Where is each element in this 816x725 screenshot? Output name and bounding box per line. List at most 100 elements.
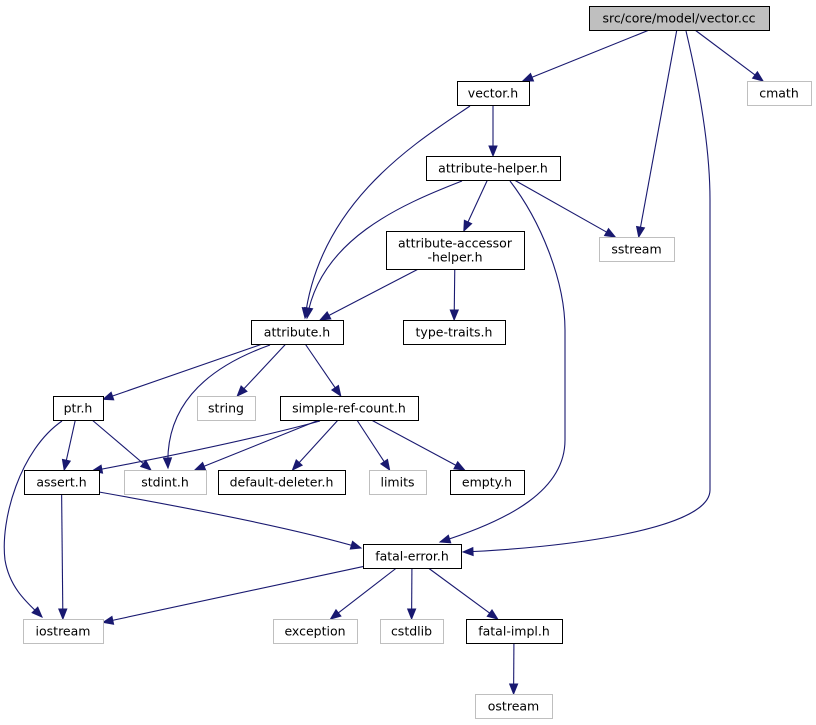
node-stdint-h: stdint.h (124, 470, 207, 495)
node-ptr-h[interactable]: ptr.h (53, 396, 104, 421)
node-default-deleter-h[interactable]: default-deleter.h (218, 470, 346, 495)
node-label: iostream (36, 624, 91, 639)
node-ostream: ostream (475, 694, 553, 719)
node-simple-ref-count-h[interactable]: simple-ref-count.h (280, 396, 419, 421)
edge-line (427, 567, 491, 615)
node-vector-cc[interactable]: src/core/model/vector.cc (589, 6, 770, 31)
edges-layer (3, 29, 765, 696)
node-box (124, 470, 207, 495)
node-limits: limits (369, 470, 427, 495)
edge-fatal-error-h-to-exception (329, 567, 397, 620)
node-label: simple-ref-count.h (292, 401, 406, 416)
arrowhead (193, 461, 207, 471)
edge-simple-ref-count-h-to-stdint-h (193, 419, 320, 471)
edge-fatal-impl-h-to-ostream (508, 642, 519, 696)
edge-line (639, 29, 678, 229)
edge-line (3, 420, 63, 618)
node-cmath: cmath (747, 81, 812, 106)
node-box (747, 81, 812, 106)
node-box (218, 470, 346, 495)
edge-attribute-helper-h-to-sstream (513, 179, 617, 238)
arrowhead (349, 540, 363, 550)
node-box (475, 694, 553, 719)
edge-attribute-h-to-stdint-h (162, 344, 271, 470)
arrowhead (379, 458, 391, 472)
arrowhead (488, 145, 498, 158)
edge-line (356, 419, 386, 463)
edge-simple-ref-count-h-to-limits (356, 419, 391, 472)
node-box (197, 396, 256, 421)
edge-assert-h-to-iostream (58, 493, 68, 621)
node-label: attribute-helper.h (438, 161, 548, 176)
edge-ptr-h-to-assert-h (61, 419, 76, 472)
edge-fatal-error-h-to-fatal-impl-h (427, 567, 499, 620)
edge-attribute-accessor-helper-h-to-type-traits-h (449, 268, 460, 322)
edge-line (694, 29, 757, 77)
node-attribute-h[interactable]: attribute.h (251, 320, 344, 345)
edge-fatal-error-h-to-iostream (101, 565, 364, 625)
edge-attribute-h-to-ptr-h (101, 343, 263, 401)
edge-line (111, 343, 263, 397)
edge-line (306, 180, 463, 319)
node-label: fatal-error.h (375, 549, 449, 564)
arrowhead (304, 306, 314, 320)
node-label: exception (284, 624, 345, 639)
node-exception: exception (273, 619, 358, 644)
node-box (426, 156, 561, 181)
arrowhead (508, 683, 519, 696)
node-box (386, 231, 525, 270)
arrowhead (101, 615, 115, 625)
node-label: default-deleter.h (230, 475, 334, 490)
edge-line (530, 29, 650, 79)
arrowhead (101, 391, 115, 401)
node-box (273, 619, 358, 644)
node-box (24, 470, 100, 495)
node-type-traits-h[interactable]: type-traits.h (403, 320, 506, 345)
node-sstream: sstream (599, 237, 675, 262)
arrowhead (463, 219, 473, 233)
node-box (280, 396, 419, 421)
node-label: empty.h (462, 475, 512, 490)
edge-simple-ref-count-h-to-default-deleter-h (291, 419, 339, 471)
node-box (457, 81, 530, 106)
edge-vector-cc-to-vector-h (521, 29, 650, 82)
node-box (23, 619, 104, 644)
edge-line (91, 420, 321, 472)
edge-vector-h-to-attribute-helper-h (488, 105, 498, 158)
arrowhead (635, 225, 646, 239)
arrowhead (453, 460, 466, 471)
edge-line (453, 268, 456, 312)
node-cstdlib: cstdlib (380, 619, 444, 644)
edge-line (298, 419, 339, 464)
edge-vector-cc-to-fatal-error-h (461, 30, 711, 557)
edge-line (65, 419, 76, 462)
node-label: attribute-accessor (398, 236, 513, 251)
node-label: src/core/model/vector.cc (602, 11, 755, 26)
arrowhead (139, 459, 152, 471)
node-vector-h[interactable]: vector.h (457, 81, 530, 106)
node-label: -helper.h (427, 250, 482, 265)
node-box (380, 619, 444, 644)
edge-line (167, 344, 271, 469)
node-assert-h[interactable]: assert.h (24, 470, 100, 495)
edge-vector-cc-to-cmath (694, 29, 765, 82)
node-attribute-accessor-helper-h[interactable]: attribute-accessor-helper.h (386, 231, 525, 270)
arrowhead (461, 546, 474, 557)
edge-line (242, 343, 287, 390)
node-label: sstream (611, 242, 661, 257)
edge-ptr-h-to-stdint-h (91, 419, 152, 471)
node-label: attribute.h (264, 325, 330, 340)
node-label: limits (380, 475, 414, 490)
arrowhead (318, 310, 332, 321)
arrowhead (486, 608, 499, 620)
edge-attribute-helper-h-to-fatal-error-h (438, 180, 566, 544)
arrowhead (236, 385, 248, 397)
edge-line (111, 565, 364, 622)
node-fatal-error-h[interactable]: fatal-error.h (363, 544, 462, 569)
nodes-layer: src/core/model/vector.cc vector.h cmath att… (23, 6, 812, 719)
node-string: string (197, 396, 256, 421)
node-fatal-impl-h[interactable]: fatal-impl.h (466, 619, 563, 644)
node-attribute-helper-h[interactable]: attribute-helper.h (426, 156, 561, 181)
node-empty-h[interactable]: empty.h (450, 470, 525, 495)
node-label: stdint.h (141, 475, 189, 490)
